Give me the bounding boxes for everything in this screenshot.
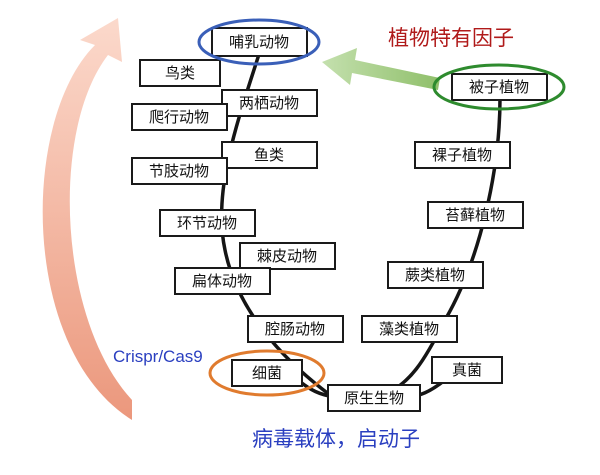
node-mosses-label: 苔藓植物 bbox=[445, 206, 505, 224]
node-mammals-label: 哺乳动物 bbox=[229, 33, 289, 51]
node-algae: 藻类植物 bbox=[361, 315, 458, 343]
node-fish: 鱼类 bbox=[221, 141, 318, 169]
node-flatworms: 扁体动物 bbox=[174, 267, 271, 295]
node-reptiles: 爬行动物 bbox=[131, 103, 228, 131]
node-fish-label: 鱼类 bbox=[254, 146, 284, 164]
node-bacteria: 细菌 bbox=[231, 359, 303, 387]
angiosperms-highlight-ellipse bbox=[432, 63, 566, 111]
plant-factor-arrow bbox=[322, 48, 440, 90]
node-annelids: 环节动物 bbox=[159, 209, 256, 237]
node-fungi-label: 真菌 bbox=[452, 361, 482, 379]
node-coelenterates-label: 腔肠动物 bbox=[265, 320, 325, 338]
node-arthropods-label: 节肢动物 bbox=[149, 162, 209, 180]
node-bacteria-label: 细菌 bbox=[252, 364, 282, 382]
node-gymnosperms: 裸子植物 bbox=[414, 141, 511, 169]
node-echinoderms-label: 棘皮动物 bbox=[257, 247, 317, 265]
node-amphibians-label: 两栖动物 bbox=[239, 94, 299, 112]
node-angiosperms-label: 被子植物 bbox=[469, 78, 529, 96]
virus-to-mammals-arrow bbox=[42, 18, 132, 420]
node-ferns: 蕨类植物 bbox=[387, 261, 484, 289]
node-flatworms-label: 扁体动物 bbox=[192, 272, 252, 290]
node-algae-label: 藻类植物 bbox=[379, 320, 439, 338]
node-coelenterates: 腔肠动物 bbox=[247, 315, 344, 343]
node-arthropods: 节肢动物 bbox=[131, 157, 228, 185]
bacteria-highlight-ellipse bbox=[208, 349, 326, 397]
node-birds-label: 鸟类 bbox=[165, 64, 195, 82]
node-angiosperms: 被子植物 bbox=[451, 73, 548, 101]
node-birds: 鸟类 bbox=[139, 59, 221, 87]
node-ferns-label: 蕨类植物 bbox=[405, 266, 465, 284]
node-reptiles-label: 爬行动物 bbox=[149, 108, 209, 126]
node-fungi: 真菌 bbox=[431, 356, 503, 384]
mammals-highlight-ellipse bbox=[197, 18, 321, 66]
plant-factor-note: 植物特有因子 bbox=[388, 26, 514, 50]
virus-vector-note: 病毒载体，启动子 bbox=[252, 427, 420, 451]
node-protists: 原生生物 bbox=[327, 384, 421, 412]
crispr-note: Crispr/Cas9 bbox=[113, 347, 203, 366]
node-echinoderms: 棘皮动物 bbox=[239, 242, 336, 270]
node-annelids-label: 环节动物 bbox=[177, 214, 237, 232]
node-amphibians: 两栖动物 bbox=[221, 89, 318, 117]
node-protists-label: 原生生物 bbox=[344, 389, 404, 407]
node-mosses: 苔藓植物 bbox=[427, 201, 524, 229]
node-mammals: 哺乳动物 bbox=[211, 27, 308, 57]
node-gymnosperms-label: 裸子植物 bbox=[432, 146, 492, 164]
